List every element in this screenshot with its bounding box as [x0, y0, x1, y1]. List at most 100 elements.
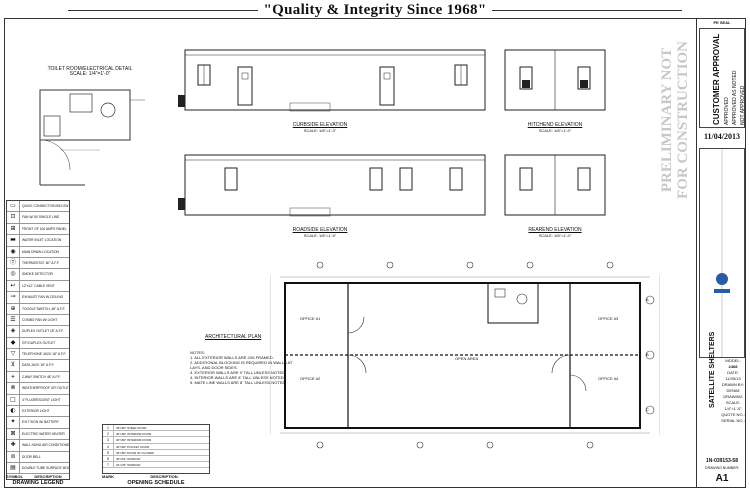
legend-desc-7: 12"x12" CABLE VENT: [22, 283, 55, 288]
legend-symbol-14: ⊻: [7, 360, 20, 371]
project-info: MODEL: 2468 DATE: 11/05/13 DRAWN BY: DEN…: [719, 358, 747, 424]
revisions-box: [699, 148, 745, 358]
approval-opt-1[interactable]: APPROVED: [724, 97, 730, 125]
sched-mark-4: 5: [103, 449, 114, 455]
detail-drawing: [39, 89, 145, 186]
legend-symbol-7: ↩: [7, 280, 20, 292]
room-office-3: OFFICE #3: [598, 316, 619, 321]
legend-desc-3: WATER INLET LOCATION: [22, 238, 62, 243]
title-block: PE SEAL CUSTOMER APPROVAL APPROVED APPRO…: [696, 18, 746, 488]
legend-desc-5: THERMOSTAT, 60" A.F.F.: [22, 260, 60, 265]
rearend-scale: SCALE: 1/8"=1'-0": [538, 233, 572, 238]
legend-symbol-9: ⊕: [7, 303, 20, 314]
legend-symbol-12: ◆: [7, 337, 20, 349]
legend-symbol-1: ⊡: [7, 212, 20, 223]
hitchend-title: HITCHEND ELEVATION: [527, 122, 583, 128]
sched-mark-3: 4: [103, 443, 114, 449]
banner-motto: "Quality & Integrity Since 1968": [0, 2, 750, 19]
sched-desc-2: 30"x80" INTERIOR DOOR: [116, 438, 152, 443]
drawn-label: DRAWN BY:: [721, 382, 745, 387]
legend-desc-0: QUICK CONNECTION BELOW FLOOR: [22, 204, 69, 208]
note-2: 2. ADDITIONAL BLOCKING IS REQUIRED IN WA…: [190, 360, 293, 370]
legend-desc-1: FAN W/ 50 SINGLE LINE: [22, 215, 60, 220]
sched-mark-5: 6: [103, 455, 114, 462]
approval-opt-2[interactable]: APPROVED AS NOTED: [732, 70, 738, 125]
legend-symbol-13: ▽: [7, 349, 20, 360]
legend-desc-17: 4' FLUORESCENT LIGHT: [22, 397, 61, 402]
schedule-header: MARK DESCRIPTION: [102, 474, 210, 479]
drawing-legend: ▭QUICK CONNECTION BELOW FLOOR ⊡FAN W/ 50…: [6, 200, 70, 480]
room-office-1: OFFICE #1: [300, 316, 321, 321]
floor-plan: [270, 261, 660, 449]
room-open-area: OPEN AREA: [455, 356, 479, 361]
roadside-scale: SCALE: 1/8"=1'-0": [303, 233, 337, 238]
legend-symbol-15: ᚐ: [7, 371, 20, 383]
note-1: 1. ALL EXTERIOR WALLS ARE 2X6 FRAMED.: [190, 355, 274, 360]
legend-desc-16: WEATHERPROOF GFI OUTLET: [22, 386, 69, 391]
legend-symbol-23: ▤: [7, 462, 20, 474]
legend-symbol-3: ▬: [7, 235, 20, 246]
sched-mark-0: 1: [103, 425, 114, 431]
legend-desc-22: DOOR BELL: [22, 454, 41, 459]
pe-seal-label: PE SEAL: [713, 20, 731, 25]
legend-desc-2: FRONT OF 100 AMPS PANEL: [22, 226, 67, 231]
sched-desc-3: 30"x80" POCKET DOOR: [116, 444, 150, 449]
sched-desc-4: 36"x80" DOOR W/ CLOSER: [116, 450, 154, 455]
room-office-4: OFFICE #4: [598, 376, 619, 381]
legend-symbol-22: ⊜: [7, 451, 20, 462]
legend-desc-13: TELEPHONE JACK 18" A.F.F.: [22, 352, 67, 357]
company-name: SATELLITE SHELTERS: [709, 331, 716, 408]
sched-mark-2: 3: [103, 437, 114, 443]
grid-a: A: [646, 297, 649, 302]
sched-col-desc: DESCRIPTION: [150, 474, 178, 479]
legend-desc-8: EXHAUST FAN IN CEILING: [22, 295, 64, 300]
legend-title: DRAWING LEGEND: [12, 480, 64, 486]
roadside-title: ROADSIDE ELEVATION: [292, 227, 348, 233]
hitchend-scale: SCALE: 1/8"=1'-0": [538, 128, 572, 133]
model-label: MODEL:: [725, 358, 741, 363]
legend-symbol-0: ▭: [7, 201, 20, 212]
legend-desc-6: SMOKE DETECTOR: [22, 272, 53, 277]
legend-desc-20: ELECTRIC WATER HEATER: [22, 431, 65, 436]
legend-symbol-4: ◉: [7, 246, 20, 257]
legend-desc-14: DATA JACK 18" A.F.F.: [22, 363, 55, 368]
legend-desc-11: DUPLEX OUTLET 18" A.F.F.: [22, 329, 64, 334]
legend-desc-23: DOUBLE TUBE SURFACE MOUNTED LIGHT: [22, 465, 69, 470]
legend-symbol-18: ◐: [7, 406, 20, 417]
grid-c: C: [646, 407, 649, 412]
legend-symbol-17: □: [7, 394, 20, 406]
legend-symbol-20: ⊠: [7, 428, 20, 440]
legend-symbol-11: ◈: [7, 326, 20, 337]
quote-label: QUOTE NO.:: [721, 412, 745, 417]
scale-value: 1/4"=1'-0": [724, 406, 742, 411]
notes-title: NOTES:: [190, 350, 205, 355]
room-office-2: OFFICE #2: [300, 376, 321, 381]
note-3: 3. EXTERIOR WALLS ARE 9' TALL UNLESS NOT…: [190, 370, 287, 375]
legend-desc-9: TOGGLE SWITCH, 48" A.F.F.: [22, 306, 66, 311]
sched-mark-1: 2: [103, 431, 114, 437]
date-label: DATE:: [727, 370, 739, 375]
drawing-sheet: [4, 18, 746, 488]
legend-desc-18: EXTERIOR LIGHT: [22, 409, 50, 414]
approval-date: 11/04/2013: [703, 132, 740, 141]
legend-desc-10: COMBO FAN W/ LIGHT: [22, 317, 58, 322]
sched-desc-5: 36"x54" WINDOW: [116, 456, 141, 461]
scale-label: DRAWING SCALE:: [723, 394, 743, 405]
rearend-title: REAREND ELEVATION: [528, 227, 582, 233]
drawn-value: DENIM: [726, 388, 740, 393]
curbside-title: CURBSIDE ELEVATION: [292, 122, 348, 128]
sched-desc-1: 36"x80" INTERIOR DOOR: [116, 432, 152, 437]
legend-symbol-21: ✚: [7, 440, 20, 451]
legend-col-desc: DESCRIPTION: [34, 474, 62, 479]
detail-title: TOILET ROOM/ELECTRICAL DETAIL: [47, 66, 133, 72]
curbside-elevation: [178, 49, 486, 112]
legend-desc-19: EXIT SIGN W/ BATTERY: [22, 420, 60, 425]
sched-mark-6: 7: [103, 462, 114, 468]
approval-opt-3[interactable]: NOT APPROVED: [740, 85, 746, 125]
sched-desc-0: 36"x80" STEEL DOOR: [116, 426, 147, 430]
date-value: 11/05/13: [725, 376, 741, 381]
preliminary-text: PRELIMINARY NOT FOR CONSTRUCTION: [659, 41, 691, 199]
drawing-number-label: DRAWING NUMBER:: [705, 466, 739, 470]
curbside-scale: SCALE: 1/8"=1'-0": [303, 128, 337, 133]
